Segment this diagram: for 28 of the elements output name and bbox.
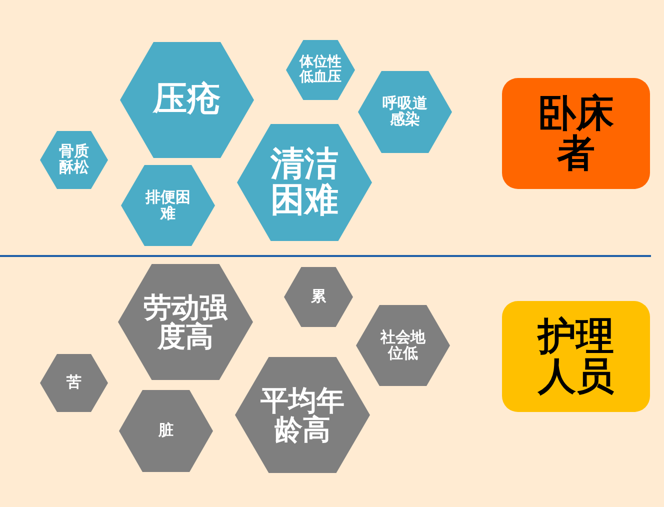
rounded-box <box>502 301 650 412</box>
hexagon-label: 社会地位低 <box>380 330 426 362</box>
hexagon-label: 累 <box>311 289 326 305</box>
box-title: 护理人员 <box>536 316 615 396</box>
hexagon <box>356 305 450 386</box>
hexagon <box>40 354 108 412</box>
hexagon-label: 脏 <box>158 423 174 439</box>
hexagon-label: 苦 <box>66 375 82 391</box>
hexagon <box>119 390 213 472</box>
hexagon <box>118 264 253 380</box>
hexagon-label: 劳动强度高 <box>142 292 229 352</box>
rounded-box <box>502 78 650 189</box>
hexagon <box>235 357 370 473</box>
hexagon <box>121 165 215 246</box>
hexagon-label: 呼吸道感染 <box>382 96 428 128</box>
hexagon <box>284 267 353 327</box>
hexagon <box>120 42 254 158</box>
hexagon-label: 排便困难 <box>144 190 192 222</box>
hexagon <box>358 71 452 153</box>
hexagon-label: 压疮 <box>153 82 221 118</box>
hexagon <box>286 40 355 100</box>
hexagon-label: 平均年龄高 <box>259 386 346 444</box>
hexagon <box>40 131 108 189</box>
box-title: 卧床者 <box>536 94 615 174</box>
hexagon <box>237 124 372 241</box>
hexagon-label: 体位性低血压 <box>298 55 342 85</box>
hexagon-label: 骨质酥松 <box>58 144 90 176</box>
hexagon-label: 清洁困难 <box>269 146 340 218</box>
